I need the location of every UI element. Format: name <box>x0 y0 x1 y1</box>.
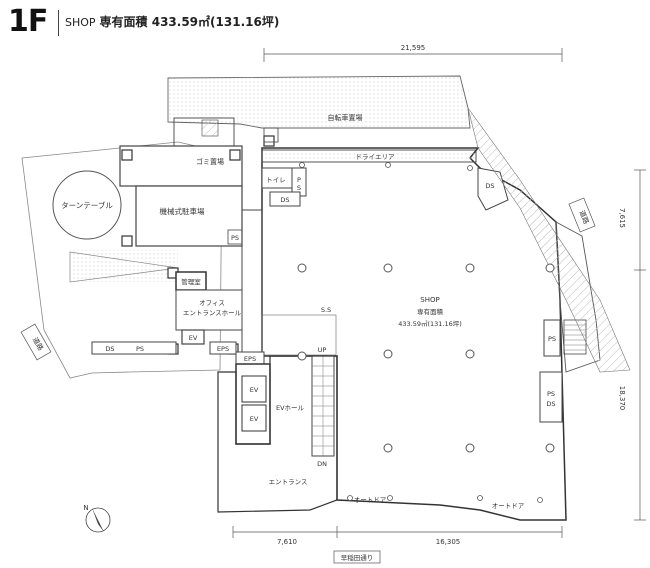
toilet-ps-s: S <box>297 184 301 192</box>
left-ds-ps-band <box>91 341 177 355</box>
turntable <box>52 170 122 240</box>
office-eps <box>209 341 237 355</box>
loading-area-hatch <box>70 250 178 282</box>
site-left-wedge <box>21 141 223 379</box>
toilet-ds-label: DS <box>280 196 289 204</box>
ev-2-label: EV <box>250 415 259 423</box>
right-ps-label: PS <box>548 335 556 343</box>
ev-2 <box>241 404 267 432</box>
right-ps-room <box>543 319 561 357</box>
bicycle-label: 自転車置場 <box>328 113 363 122</box>
toilet-ps-p: P <box>297 176 301 184</box>
bottom-road-label-box <box>333 550 381 564</box>
upper-ds-label: DS <box>485 182 494 190</box>
auto-door-1: オートドア <box>354 496 387 504</box>
ev-hall-label: EVホール <box>276 404 305 412</box>
ev-1-label: EV <box>250 386 259 394</box>
dim-bottom-left: 7,610 <box>277 538 297 546</box>
shop-area-label: 専有面積 <box>417 307 444 316</box>
office-eps-label: EPS <box>217 345 229 353</box>
stair-hatch <box>201 119 219 137</box>
header-divider <box>58 10 59 36</box>
office-entrance-hall <box>175 289 243 331</box>
office-entrance-line-1: オフィス <box>199 299 225 307</box>
compass-north-label: N <box>83 504 88 512</box>
left-ps-label: PS <box>136 345 144 353</box>
eps-label: EPS <box>244 355 256 363</box>
dim-bottom-right: 16,305 <box>436 538 461 546</box>
dim-right-upper: 7,615 <box>618 208 626 228</box>
left-road-label-box <box>20 323 52 361</box>
compass-icon: N <box>83 504 111 533</box>
mechanical-parking <box>135 185 243 247</box>
header-shop-label: SHOP <box>65 16 96 29</box>
stair-dn-label: DN <box>317 460 327 468</box>
manager-label: 管理室 <box>181 277 201 286</box>
parking-label: 機械式駐車場 <box>160 206 205 216</box>
bottom-road-label: 早稲田通り <box>341 553 374 562</box>
main-stair-treads <box>312 356 334 456</box>
shop-title: SHOP <box>420 296 439 304</box>
dimension-lines <box>232 48 646 538</box>
parking-ps-label: PS <box>231 234 239 242</box>
shop-west-wall <box>241 209 263 357</box>
right-ps-ds-room <box>539 371 563 423</box>
dim-top: 21,595 <box>401 44 426 52</box>
entrance-label: エントランス <box>269 478 308 486</box>
turntable-label: ターンテーブル <box>61 200 113 210</box>
right-road-strip <box>467 107 631 373</box>
shop-area-value: 433.59㎡(131.16坪) <box>398 319 462 328</box>
right-ps-ds-label-1: PS <box>547 390 555 398</box>
right-road-label-box <box>568 197 596 233</box>
header-area-label: 専有面積 433.59㎡(131.16坪) <box>99 15 280 29</box>
auto-door-2: オートドア <box>492 502 525 510</box>
floor-number: 1F <box>8 4 48 39</box>
right-ps-ds-label-2: DS <box>546 400 555 408</box>
garbage-label: ゴミ置場 <box>196 157 224 166</box>
toilet-label: トイレ <box>266 176 286 184</box>
wall-columns <box>299 162 543 503</box>
shop-columns <box>297 263 555 453</box>
dry-area-band <box>261 149 477 163</box>
stair-up-label: UP <box>318 346 327 354</box>
toilet-ds-room <box>269 191 301 207</box>
top-stair-box <box>263 127 279 143</box>
bicycle-parking <box>167 75 471 129</box>
left-ds-label: DS <box>105 345 114 353</box>
office-ev-label: EV <box>189 334 198 342</box>
ev-1 <box>241 375 267 403</box>
office-entrance-line-2: エントランスホール <box>183 309 242 317</box>
dim-right-lower: 18,370 <box>618 386 626 411</box>
triangle-mark <box>69 251 179 283</box>
garbage-room <box>119 145 243 187</box>
garbage-stair <box>173 117 235 147</box>
dry-area-label: ドライエリア <box>356 153 395 161</box>
ss-label: S.S <box>321 306 331 314</box>
office-ev <box>181 329 205 345</box>
